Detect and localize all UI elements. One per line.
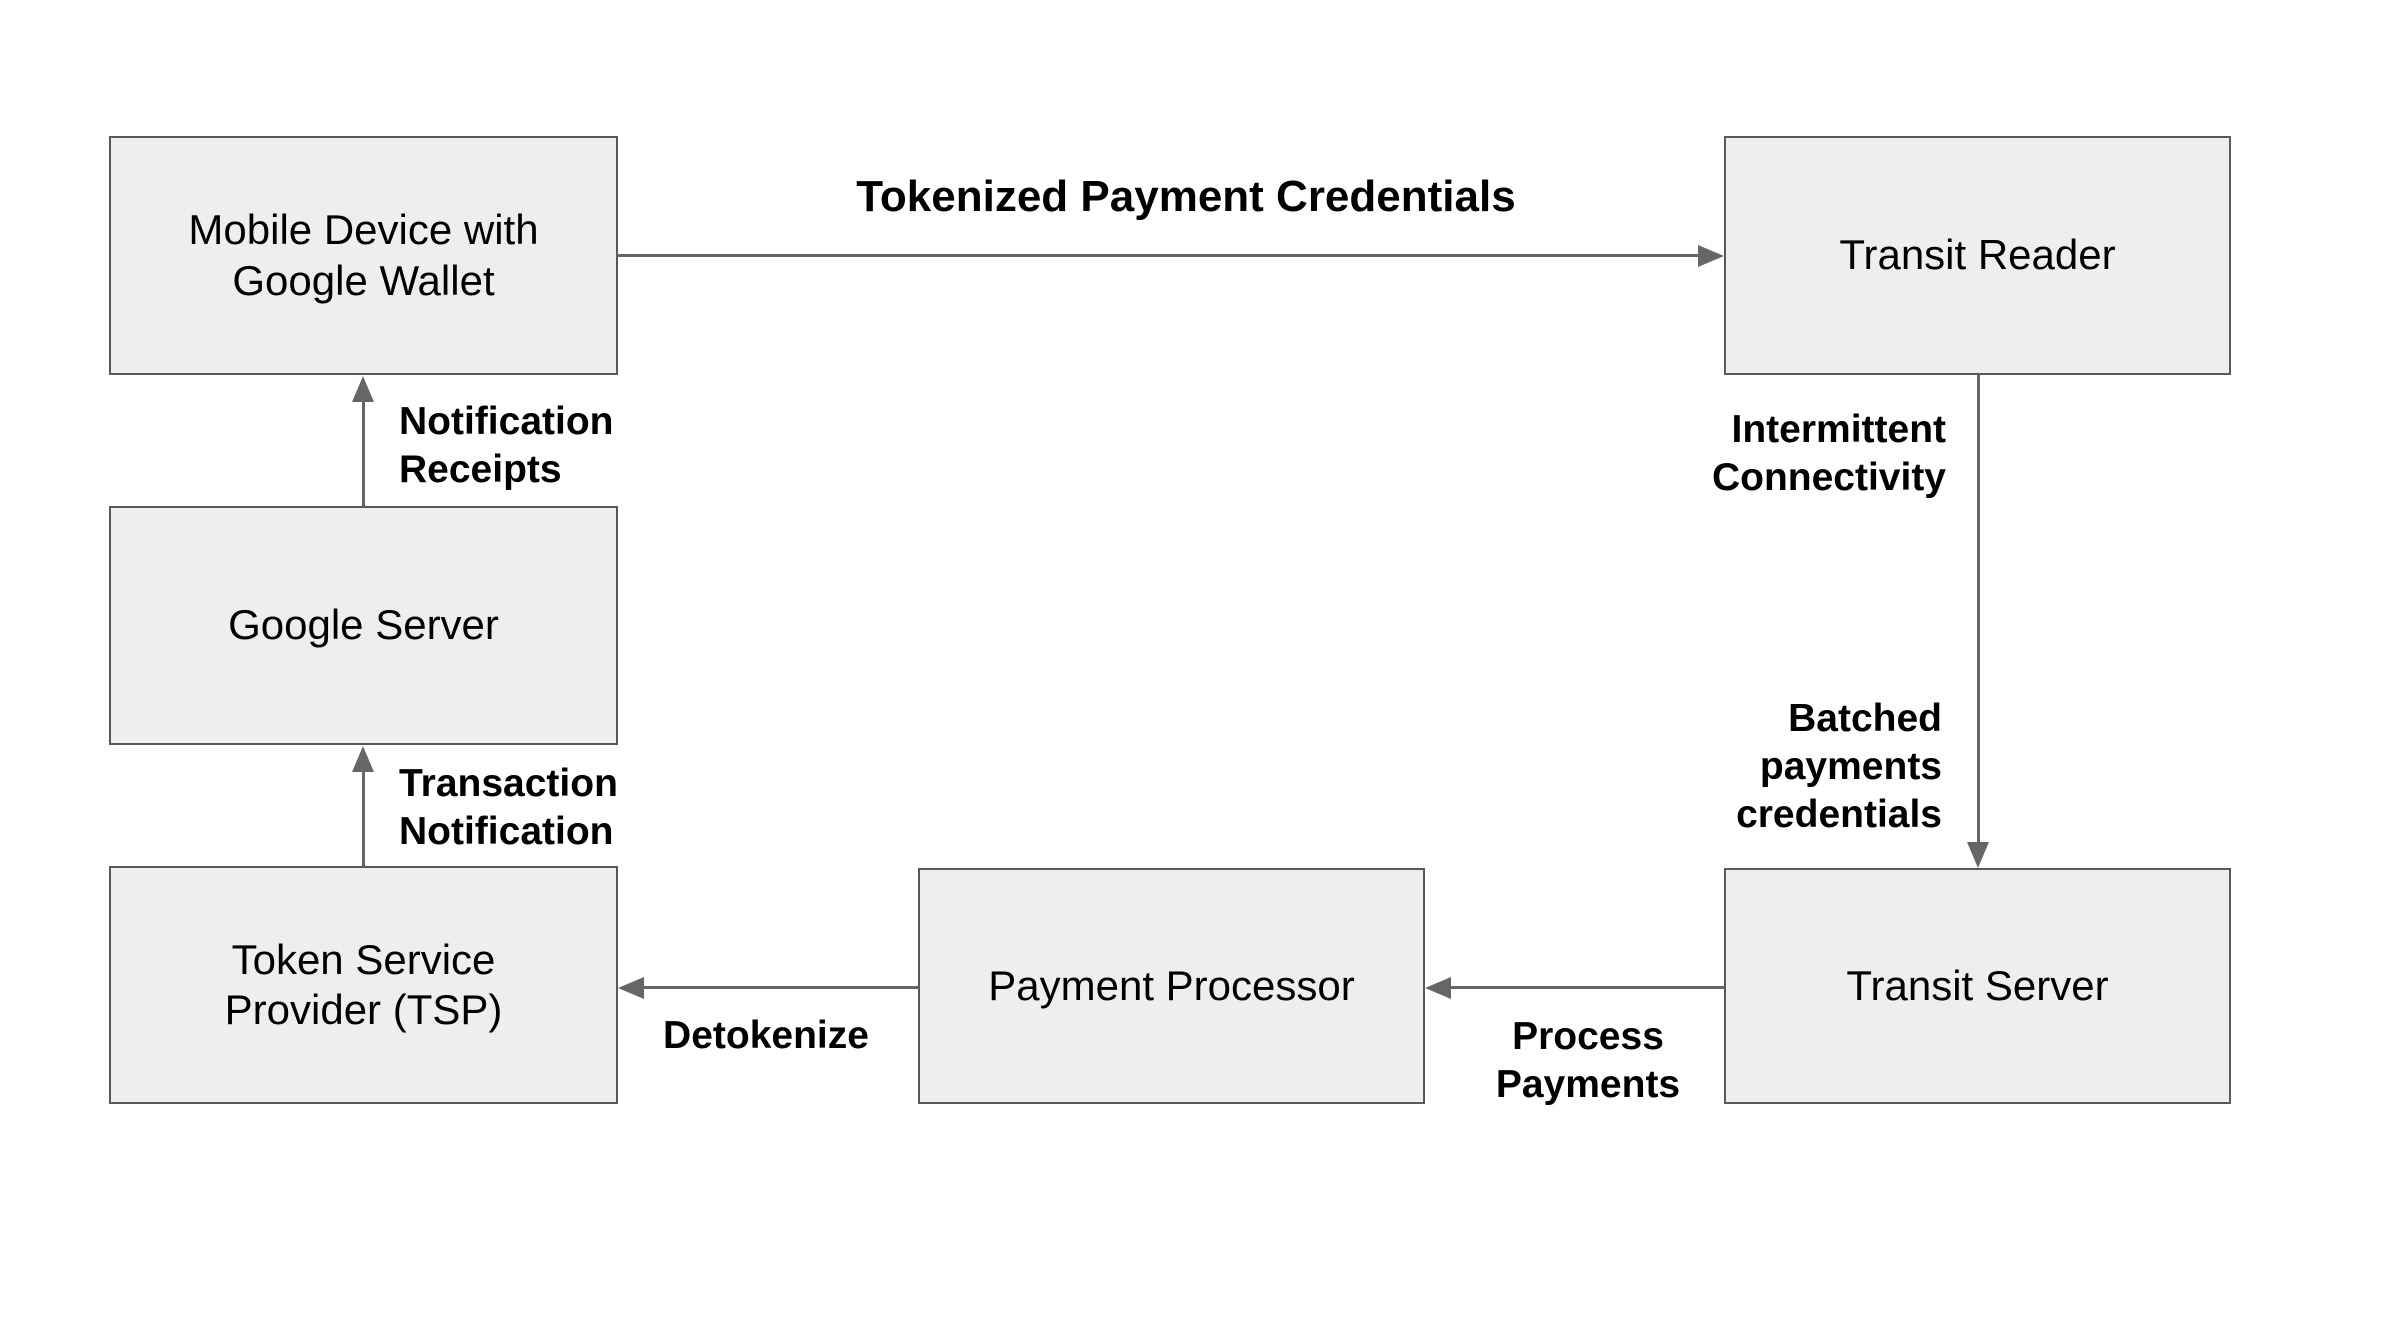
arrowhead-up bbox=[352, 376, 374, 402]
node-transit-server: Transit Server bbox=[1724, 868, 2231, 1104]
node-google-server: Google Server bbox=[109, 506, 618, 745]
edge-label-tokenized-payment-credentials: Tokenized Payment Credentials bbox=[856, 172, 1516, 221]
node-token-service-provider: Token Service Provider (TSP) bbox=[109, 866, 618, 1104]
edge-label-transaction-notification: Transaction Notification bbox=[399, 762, 618, 853]
node-label-google-server: Google Server bbox=[228, 601, 499, 649]
arrowhead-down bbox=[1967, 842, 1989, 868]
node-label-transit-reader: Transit Reader bbox=[1839, 231, 2116, 279]
connector-reader-to-transit-server bbox=[1977, 375, 1980, 846]
edge-label-notification-receipts: Notification Receipts bbox=[399, 400, 614, 491]
connector-google-server-to-mobile bbox=[362, 398, 365, 506]
node-mobile-device-google-wallet: Mobile Device with Google Wallet bbox=[109, 136, 618, 375]
node-transit-reader: Transit Reader bbox=[1724, 136, 2231, 375]
arrowhead-up bbox=[352, 746, 374, 772]
edge-label-process-payments: Process Payments bbox=[1495, 1015, 1681, 1106]
connector-tsp-to-google-server bbox=[362, 768, 365, 866]
node-label-payment-processor: Payment Processor bbox=[988, 961, 1355, 1009]
node-payment-processor: Payment Processor bbox=[918, 868, 1425, 1104]
connector-transit-server-to-processor bbox=[1447, 986, 1724, 989]
arrowhead-right bbox=[1698, 245, 1724, 267]
connector-mobile-to-reader bbox=[617, 254, 1702, 257]
node-label-transit-server: Transit Server bbox=[1846, 961, 2109, 1009]
node-label-mobile-device: Mobile Device with Google Wallet bbox=[188, 206, 539, 304]
arrowhead-left bbox=[618, 977, 644, 999]
node-label-tsp: Token Service Provider (TSP) bbox=[224, 935, 503, 1033]
arrowhead-left bbox=[1425, 977, 1451, 999]
edge-label-detokenize: Detokenize bbox=[663, 1014, 869, 1057]
edge-label-intermittent-connectivity: Intermittent Connectivity bbox=[1711, 408, 1946, 499]
edge-label-batched-payments-credentials: Batched payments credentials bbox=[1736, 697, 1942, 836]
connector-processor-to-tsp bbox=[640, 986, 918, 989]
